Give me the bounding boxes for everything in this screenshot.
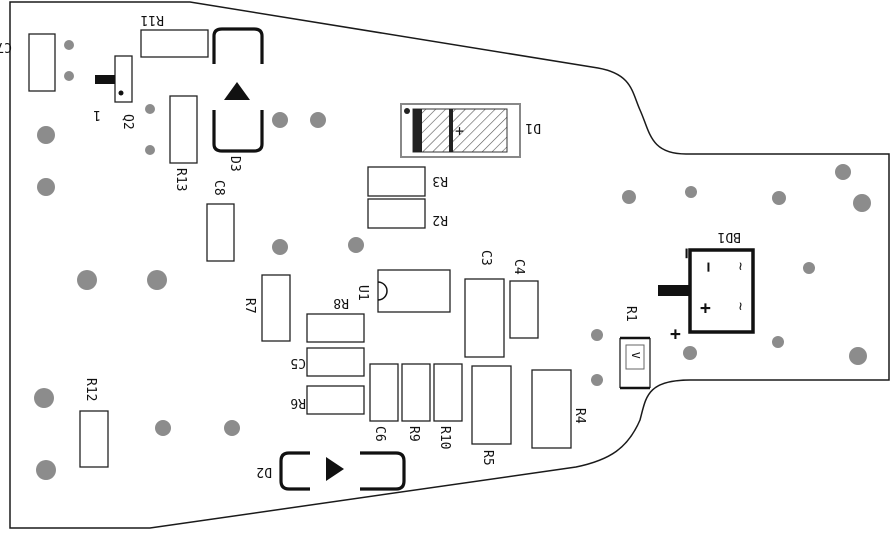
- pad: [683, 346, 697, 360]
- label-bd1-ac-top: ~: [732, 262, 748, 270]
- label-r1: R1: [623, 306, 638, 322]
- label-r6: R6: [290, 395, 306, 410]
- component-r12: R12: [79, 378, 109, 468]
- component-r2: R2: [367, 198, 448, 229]
- pad: [685, 186, 697, 198]
- pad: [34, 388, 54, 408]
- label-r2: R2: [432, 212, 448, 227]
- label-r12: R12: [83, 378, 98, 401]
- pad: [155, 420, 171, 436]
- label-u1: U1: [355, 285, 370, 301]
- label-r5: R5: [480, 450, 495, 466]
- pad: [37, 126, 55, 144]
- pad: [145, 145, 155, 155]
- label-d2: D2: [256, 464, 272, 479]
- pad: [310, 112, 326, 128]
- component-r7: R7: [242, 274, 291, 342]
- label-bd1-ac-bottom: ~: [732, 302, 748, 310]
- label-c7: C7: [0, 39, 12, 54]
- label-d1-plus: +: [455, 122, 464, 140]
- pad: [272, 239, 288, 255]
- pad-group: [34, 40, 871, 480]
- label-r4: R4: [572, 408, 587, 424]
- component-c4: C4: [509, 259, 539, 339]
- component-u1: U1: [355, 269, 451, 313]
- component-c6: C6: [369, 363, 399, 442]
- pad: [803, 262, 815, 274]
- component-c3: C3: [464, 250, 505, 358]
- pad: [348, 237, 364, 253]
- label-c6: C6: [372, 426, 387, 442]
- label-d3: D3: [227, 156, 242, 172]
- board-outline: [9, 1, 890, 529]
- component-r9: R9: [401, 363, 431, 442]
- label-c3: C3: [478, 250, 493, 266]
- pad: [64, 71, 74, 81]
- component-bd1: BD1 − − + + ~ ~: [658, 229, 755, 345]
- pad: [622, 190, 636, 204]
- component-r3: R3: [367, 166, 448, 197]
- pad: [145, 104, 155, 114]
- label-bd1-plus-outside: +: [670, 324, 681, 345]
- pad: [591, 329, 603, 341]
- label-r8: R8: [333, 295, 349, 310]
- pad: [36, 460, 56, 480]
- component-d3: D3: [212, 27, 264, 172]
- pad: [147, 270, 167, 290]
- label-c8: C8: [211, 180, 226, 196]
- pad: [772, 191, 786, 205]
- component-r4: R4: [531, 369, 587, 449]
- component-r13: R13: [169, 95, 198, 191]
- label-c5: C5: [290, 355, 306, 370]
- label-bd1-plus-inside: +: [700, 298, 711, 319]
- component-d2: D2: [256, 451, 406, 491]
- label-r10: R10: [437, 426, 452, 449]
- pad: [64, 40, 74, 50]
- label-bd1-minus-outside: −: [676, 248, 697, 259]
- component-r11: R11: [140, 12, 209, 58]
- label-bd1-minus-inside: −: [698, 262, 718, 272]
- label-bd1: BD1: [718, 229, 741, 244]
- pad: [853, 194, 871, 212]
- pad: [77, 270, 97, 290]
- label-r9: R9: [406, 426, 421, 442]
- pad: [272, 112, 288, 128]
- label-r11: R11: [141, 12, 164, 27]
- component-r10: R10: [433, 363, 463, 449]
- pad: [591, 374, 603, 386]
- label-r7: R7: [242, 298, 257, 314]
- label-r3: R3: [432, 173, 448, 188]
- component-r6: R6: [290, 385, 365, 415]
- component-c7: C7: [0, 33, 56, 92]
- component-q2: 1 Q2: [93, 55, 135, 130]
- pad: [835, 164, 851, 180]
- label-c4: C4: [511, 259, 526, 275]
- pad: [849, 347, 867, 365]
- pad: [37, 178, 55, 196]
- component-d1: + D1: [400, 103, 541, 158]
- pad: [772, 336, 784, 348]
- component-r5: R5: [471, 365, 512, 466]
- component-r8: R8: [306, 295, 365, 343]
- component-c8: C8: [206, 180, 235, 262]
- pad: [224, 420, 240, 436]
- label-d1: D1: [525, 120, 541, 135]
- label-r1-body: V: [629, 352, 642, 359]
- label-r13: R13: [173, 168, 188, 191]
- component-c5: C5: [290, 347, 365, 377]
- component-r1: V R1: [619, 306, 651, 390]
- label-pin1: 1: [93, 107, 101, 122]
- label-q2: Q2: [120, 114, 135, 130]
